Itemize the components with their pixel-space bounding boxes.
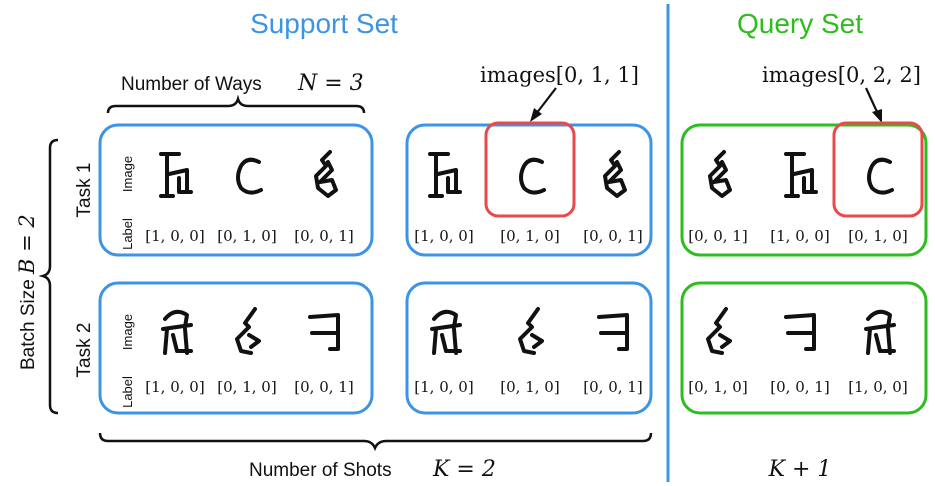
char-b-icon [708,150,732,198]
support-callout: images[0, 1, 1] [480,63,639,87]
task-1-label: Task 1 [74,163,95,218]
support-set-title: Support Set [250,8,398,39]
char-f-icon [784,313,816,351]
character-cells: [1, 0, 0] [0, 1, 0] [0, 0, 1] [1, 0, 0] [0, … [145,150,908,396]
svg-text:B = 2: B = 2 [15,214,39,275]
svg-text:Number of Shots: Number of Shots [249,460,392,481]
label-vector: [1, 0, 0] [848,378,907,396]
highlight-support-image [484,121,576,218]
char-c-icon [236,157,263,195]
label-vector: [0, 1, 0] [217,378,276,396]
label-vector: [0, 0, 1] [770,378,829,396]
label-vector: [1, 0, 0] [145,227,204,245]
query-callout-arrow [865,87,879,115]
shots-brace [98,432,653,452]
label-vector: [1, 0, 0] [770,227,829,245]
char-c-icon [867,157,894,195]
query-panel-task2 [680,281,928,415]
char-a-icon [784,152,818,198]
support-panel-task2-shot1 [98,281,374,415]
label-vector: [0, 1, 0] [688,378,747,396]
char-a-icon [159,152,193,198]
svg-text:Batch Size: Batch Size [18,279,39,370]
char-e-icon [235,307,261,355]
support-panel-task1-shot1 [98,123,374,257]
char-d-icon [161,309,193,355]
label-vector: [1, 0, 0] [145,378,204,396]
label-vector: [0, 0, 1] [583,227,642,245]
ways-label: Number of Ways N = 3 [121,71,364,96]
query-shots-label: K + 1 [768,457,832,482]
label-vector: [0, 0, 1] [294,378,353,396]
svg-text:N = 3: N = 3 [297,71,364,96]
ways-brace [106,94,366,114]
query-callout: images[0, 2, 2] [762,63,921,87]
label-vector: [1, 0, 0] [414,227,473,245]
support-callout-arrowhead [530,108,542,122]
svg-text:Number of Ways: Number of Ways [121,74,262,95]
query-set-title: Query Set [737,8,863,39]
batch-label: Batch Size B = 2 [15,214,39,370]
query-panel-task1 [680,123,928,257]
label-vector: [1, 0, 0] [414,378,473,396]
label-vector: [0, 0, 1] [583,378,642,396]
batch-brace [38,138,59,415]
char-b-icon [314,150,338,198]
query-callout-arrowhead [872,109,882,123]
char-f-icon [308,313,340,351]
row-label-label-task1: Label [120,218,135,250]
label-vector: [0, 0, 1] [294,227,353,245]
label-vector: [0, 1, 0] [217,227,276,245]
support-panel-task1-shot2 [405,123,653,257]
shots-label: Number of Shots K = 2 [249,457,496,482]
char-e-icon [706,307,732,355]
highlight-query-image [832,121,924,218]
char-d-icon [430,309,462,355]
svg-text:K = 2: K = 2 [432,457,496,482]
char-c-icon [519,157,546,195]
char-a-icon [428,152,462,198]
char-f-icon [597,313,629,351]
char-b-icon [603,150,627,198]
row-label-image-task1: Image [120,156,135,192]
support-panel-task2-shot2 [405,281,653,415]
label-vector: [0, 1, 0] [500,227,559,245]
task-2-label: Task 2 [74,323,95,378]
label-vector: [0, 1, 0] [848,227,907,245]
label-vector: [0, 0, 1] [688,227,747,245]
label-vector: [0, 1, 0] [500,378,559,396]
char-d-icon [864,309,896,355]
char-e-icon [518,307,544,355]
support-callout-arrow [535,87,557,115]
row-label-label-task2: Label [120,376,135,408]
row-label-image-task2: Image [120,314,135,350]
